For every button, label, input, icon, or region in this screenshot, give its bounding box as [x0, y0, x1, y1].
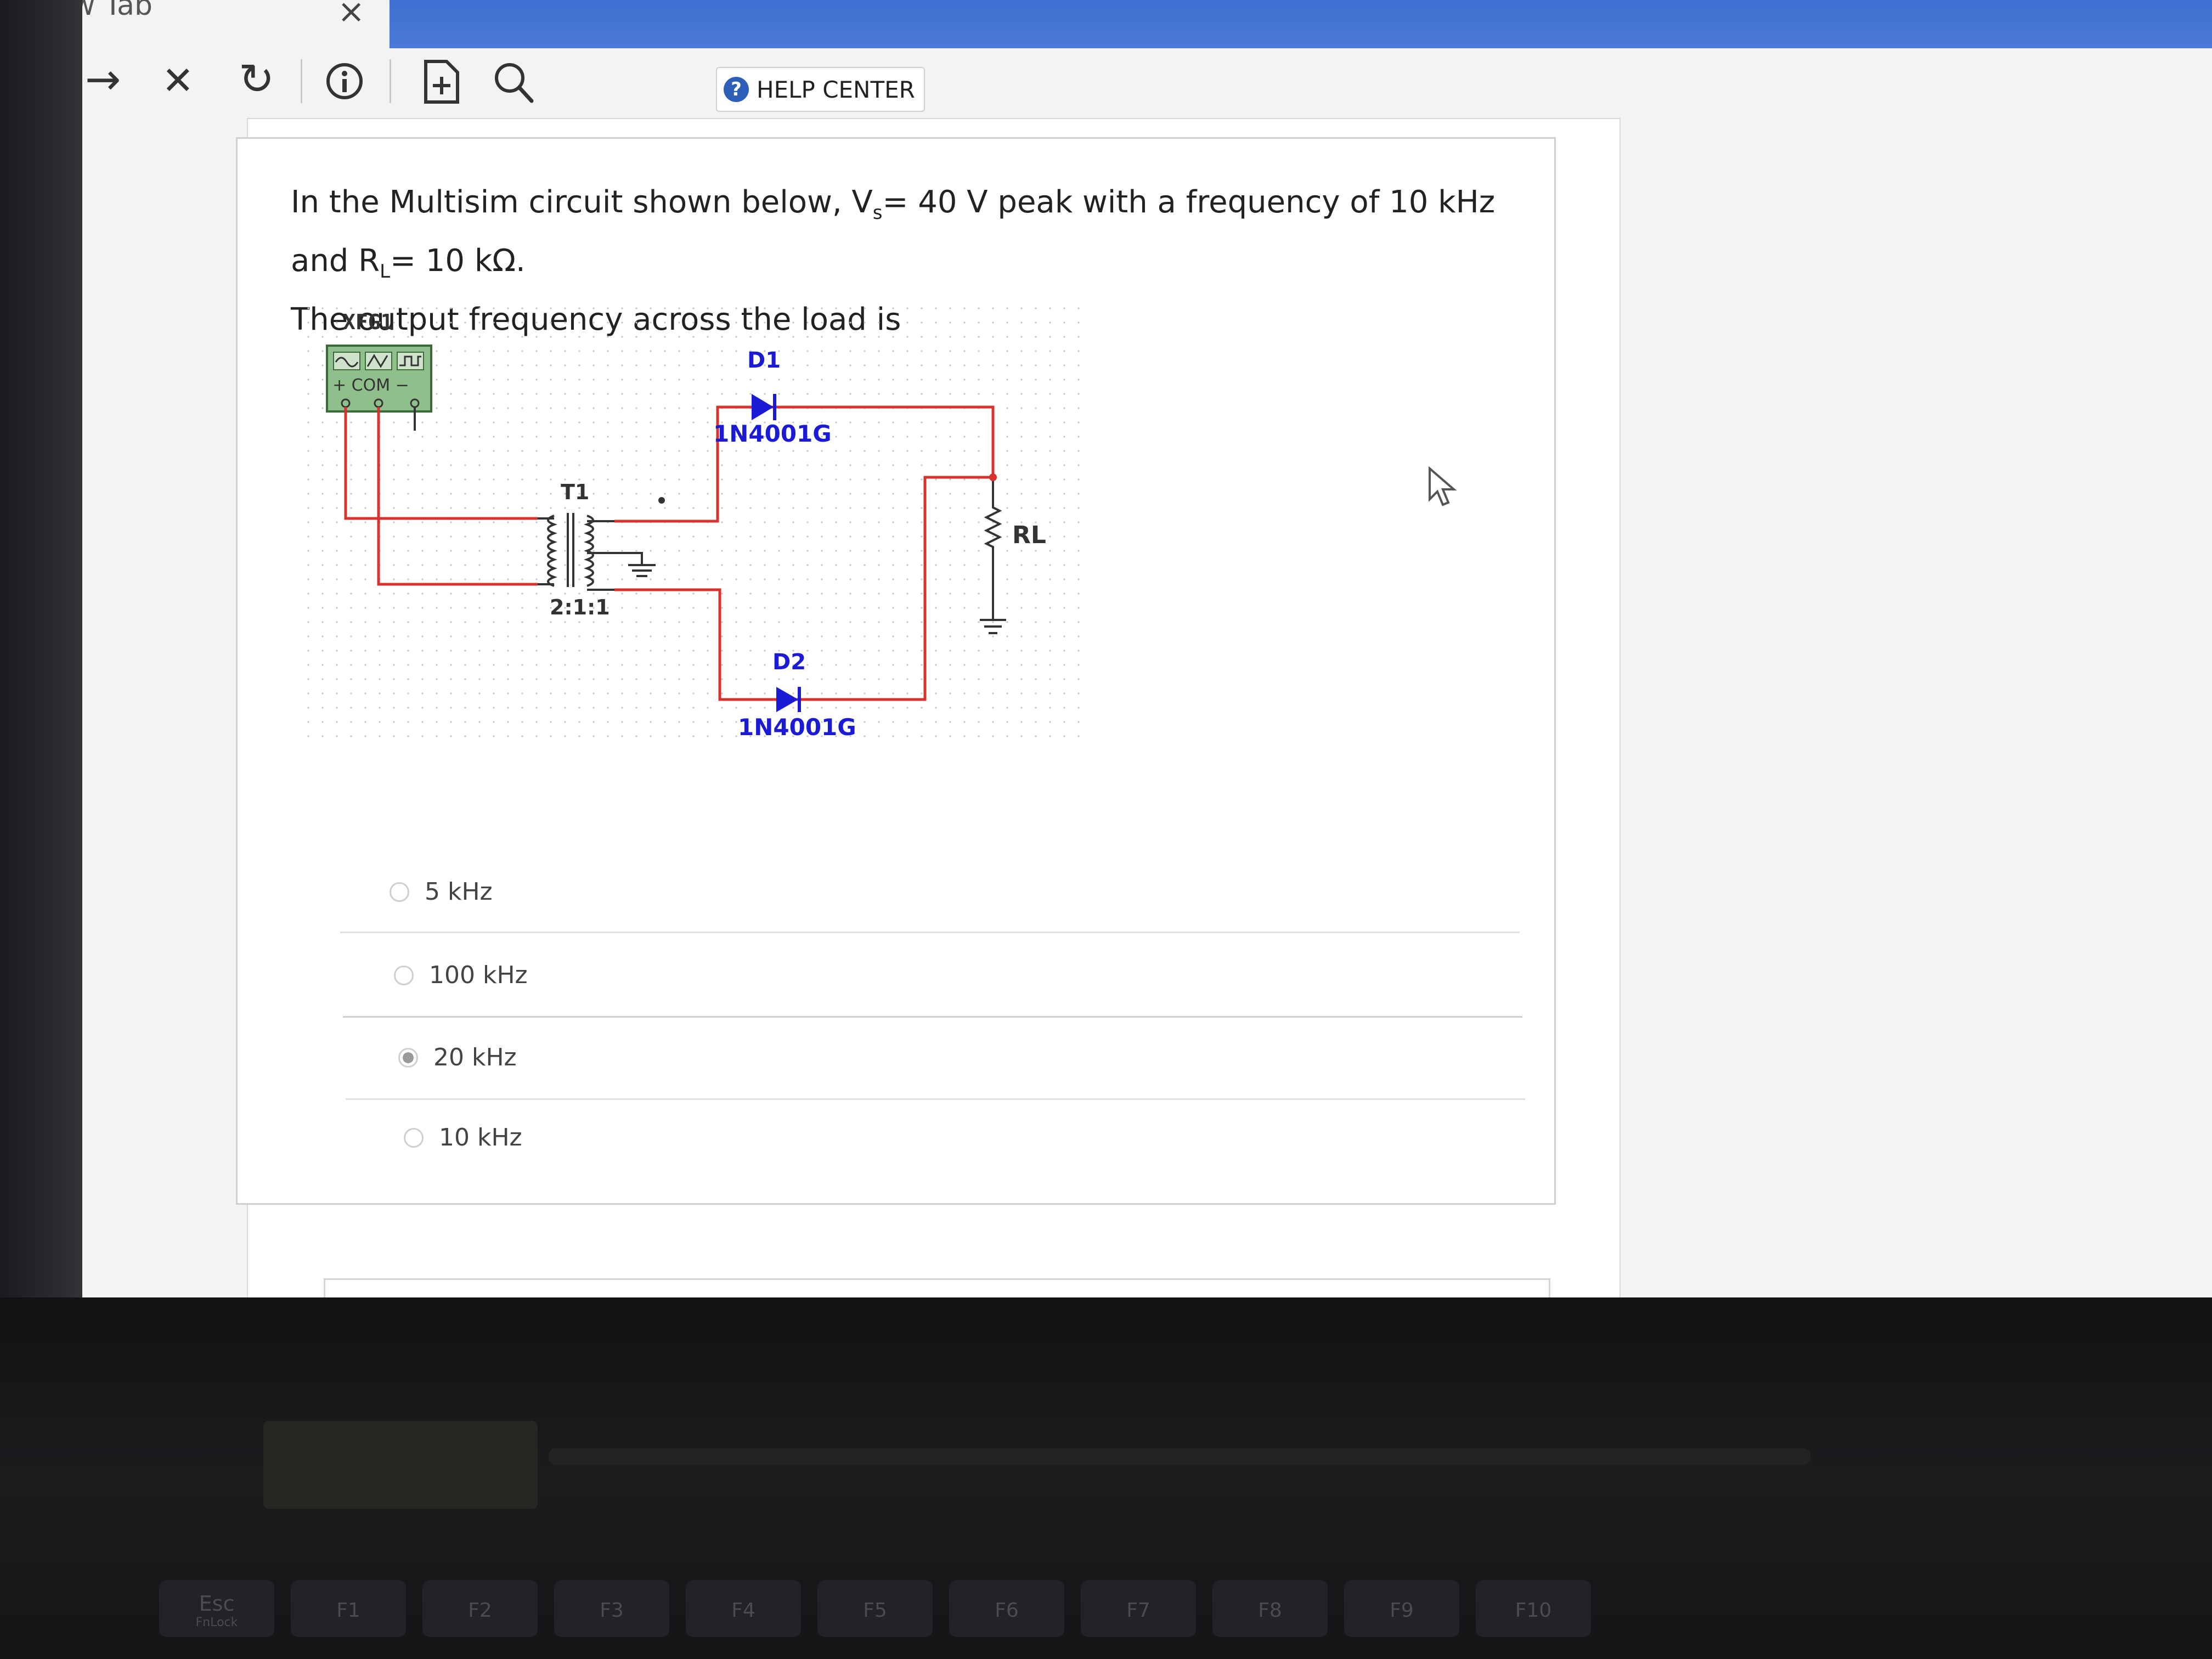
d1-label: D1: [747, 348, 781, 373]
option-divider: [346, 1098, 1525, 1100]
f6-key[interactable]: F6: [949, 1580, 1064, 1640]
radio-button[interactable]: [390, 882, 409, 902]
f4-key[interactable]: F4: [686, 1580, 801, 1640]
radio-button[interactable]: [404, 1127, 424, 1148]
info-icon[interactable]: [324, 60, 365, 102]
f1-key[interactable]: F1: [291, 1580, 406, 1640]
f2-key[interactable]: F2: [422, 1580, 538, 1640]
option-divider: [343, 1016, 1522, 1018]
toolbar-separator: [301, 59, 302, 103]
option-10-khz[interactable]: 10 kHz: [404, 1124, 522, 1152]
load-label: RL: [1012, 521, 1046, 549]
speaker-grille: [549, 1448, 1810, 1465]
f10-key[interactable]: F10: [1476, 1580, 1591, 1640]
option-label: 100 kHz: [429, 961, 528, 989]
help-question-icon: ?: [724, 77, 749, 102]
keyboard-strip: [263, 1421, 538, 1509]
help-center-button[interactable]: ? HELP CENTER: [716, 67, 925, 112]
option-100-khz[interactable]: 100 kHz: [394, 961, 528, 989]
schematic-grid: [307, 307, 1086, 746]
transformer-t1: [538, 513, 656, 591]
tab-close-icon[interactable]: ×: [337, 0, 365, 31]
add-page-icon[interactable]: [422, 59, 461, 104]
transformer-label: T1: [561, 480, 589, 504]
toolbar-separator: [390, 59, 391, 103]
tab-title: New Tab: [82, 0, 153, 22]
mouse-cursor-icon: [1429, 466, 1457, 506]
option-divider: [340, 932, 1520, 933]
option-5-khz[interactable]: 5 kHz: [390, 878, 493, 906]
d2-part-number: 1N4001G: [738, 714, 856, 741]
f5-key[interactable]: F5: [817, 1580, 933, 1640]
f7-key[interactable]: F7: [1081, 1580, 1196, 1640]
option-label: 10 kHz: [439, 1124, 522, 1152]
esc-key[interactable]: Esc FnLock: [159, 1580, 274, 1640]
diode-d1: [752, 394, 776, 420]
option-label: 5 kHz: [425, 878, 493, 906]
circuit-schematic: XFG1 + COM − T1 2:1:1 D1 1N4001G D2 1N40: [307, 307, 1086, 746]
load-resistor: [980, 477, 1006, 634]
tab-new-tab[interactable]: New Tab ×: [82, 0, 390, 48]
generator-label: XFG1: [343, 310, 393, 334]
d1-part-number: 1N4001G: [713, 420, 832, 447]
browser-toolbar: [82, 48, 2212, 120]
generator-terminals: + COM −: [332, 376, 409, 395]
f9-key[interactable]: F9: [1344, 1580, 1459, 1640]
help-center-label: HELP CENTER: [757, 76, 915, 103]
reload-icon[interactable]: ↻: [239, 55, 275, 104]
option-20-khz[interactable]: 20 kHz: [398, 1043, 517, 1071]
f8-key[interactable]: F8: [1212, 1580, 1328, 1640]
radio-button-selected[interactable]: [398, 1047, 418, 1068]
diode-d2: [776, 687, 801, 712]
transformer-ratio: 2:1:1: [550, 595, 610, 619]
search-icon[interactable]: [491, 59, 535, 104]
option-label: 20 kHz: [433, 1043, 517, 1071]
tab-bar: New Tab ×: [82, 0, 2212, 48]
f3-key[interactable]: F3: [554, 1580, 669, 1640]
square-wave-icon: [397, 352, 424, 370]
question-line-1: In the Multisim circuit shown below, Vs=…: [291, 184, 1496, 283]
radio-button[interactable]: [394, 965, 414, 985]
triangle-wave-icon: [365, 352, 392, 370]
circuit-wires: [344, 405, 995, 701]
forward-arrow-icon[interactable]: →: [85, 55, 121, 104]
stop-icon[interactable]: ✕: [162, 58, 194, 103]
d2-label: D2: [772, 650, 806, 675]
